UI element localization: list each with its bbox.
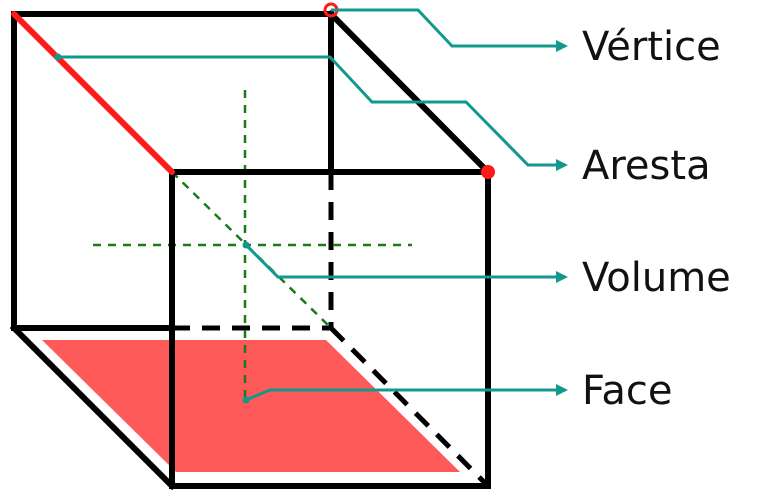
bottom-left-depth-edge [9, 323, 177, 491]
leader-dot-volume [242, 241, 250, 249]
leader-face [245, 388, 558, 402]
front-face-outline [169, 169, 491, 489]
arrowhead-vertex [556, 40, 568, 52]
label-vertex: Vértice [582, 24, 721, 70]
highlighted-edge [11, 11, 175, 175]
vertex-marker-filled [481, 165, 495, 179]
leader-vertex [331, 8, 558, 48]
hidden-edge-depth [329, 326, 490, 488]
back-face-outline [11, 11, 334, 175]
arrowhead-edge [556, 159, 568, 171]
arrowhead-face [556, 384, 568, 396]
leader-lines [58, 8, 558, 402]
leader-edge [58, 55, 558, 167]
leader-volume [244, 243, 558, 279]
top-right-depth-edge [326, 9, 493, 177]
face-bottom-fill [42, 340, 460, 472]
leader-dot-edge [54, 53, 62, 61]
label-edge: Aresta [582, 143, 711, 189]
visible-edges [9, 9, 493, 491]
label-volume: Volume [582, 255, 731, 301]
label-face: Face [582, 368, 672, 414]
hidden-edges [172, 172, 490, 488]
leader-dots [54, 53, 250, 404]
arrowhead-volume [556, 271, 568, 283]
leader-dot-face [242, 396, 250, 404]
leader-arrowheads [556, 40, 568, 396]
